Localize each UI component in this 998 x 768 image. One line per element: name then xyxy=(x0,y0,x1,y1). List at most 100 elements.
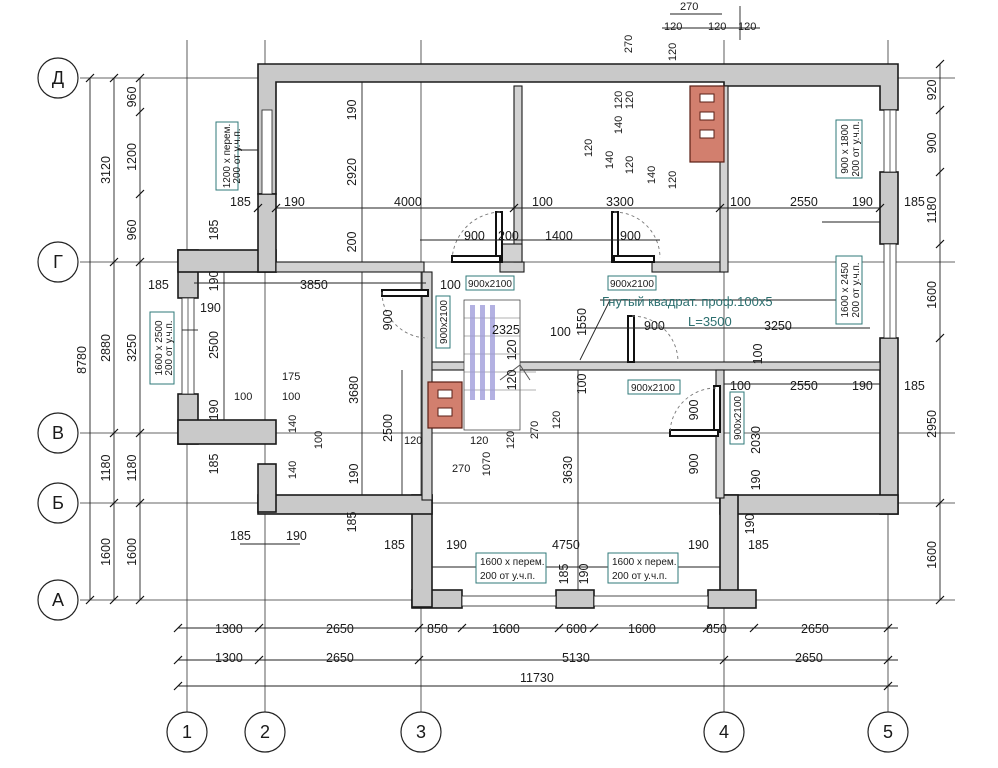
window-label: 1600 х 2500 xyxy=(154,320,165,375)
dim-text: 2920 xyxy=(345,158,359,186)
dimension-ticks xyxy=(85,59,945,691)
dim-text: 270 xyxy=(623,35,635,53)
dim-text: 100 xyxy=(550,325,571,339)
dim-text: 190 xyxy=(852,379,873,393)
axis-bubble xyxy=(166,711,208,753)
window-labels: 1200 х перем. 200 от у.ч.п. 1600 х 2500 … xyxy=(149,119,863,584)
dim-text: 3120 xyxy=(99,156,113,184)
window-label: 1200 х перем. xyxy=(222,124,233,189)
window-label: 200 от у.ч.п. xyxy=(612,571,667,582)
axis-label-row: Д xyxy=(52,68,64,88)
dim-text: 100 xyxy=(532,195,553,209)
beam-note-length: L=3500 xyxy=(688,314,732,329)
dim-text: 1600 xyxy=(628,622,656,636)
dim-text: 850 xyxy=(427,622,448,636)
dim-text: 3250 xyxy=(764,319,792,333)
dim-text: 190 xyxy=(284,195,305,209)
dim-text: 120 xyxy=(624,91,636,109)
dim-text: 3250 xyxy=(125,334,139,362)
beam-note-title: Гнутый квадрат. проф.100х5 xyxy=(602,294,773,309)
door-label: 900х2100 xyxy=(610,279,654,290)
axis-bubble xyxy=(37,412,79,454)
dim-text: 185 xyxy=(207,454,221,475)
axis-bubble xyxy=(37,241,79,283)
dim-text: 190 xyxy=(688,538,709,552)
dim-text: 900 xyxy=(644,319,665,333)
dim-text: 200 xyxy=(345,232,359,253)
dim-text: 3680 xyxy=(347,376,361,404)
dim-text: 2880 xyxy=(99,334,113,362)
dim-text: 185 xyxy=(345,512,359,533)
axis-label-row: В xyxy=(52,423,64,443)
dim-text: 2550 xyxy=(790,195,818,209)
axis-bubble xyxy=(37,579,79,621)
doors xyxy=(381,211,721,437)
dim-text: 1550 xyxy=(575,308,589,336)
dim-text: 185 xyxy=(748,538,769,552)
dim-text: 120 xyxy=(505,370,519,391)
dim-text: 190 xyxy=(200,301,221,315)
dim-text: 5130 xyxy=(562,651,590,665)
axis-bubble xyxy=(867,711,909,753)
dim-text: 120 xyxy=(583,139,595,157)
axis-label-row: Г xyxy=(53,252,63,272)
dim-text: 190 xyxy=(207,271,221,292)
dimension-lines xyxy=(89,6,941,687)
interior-dimensions: 190 2920 200 4000 3300 2550 185 190 100 … xyxy=(148,100,925,585)
dim-text: 120 xyxy=(667,171,679,189)
brick-ventilation xyxy=(427,85,725,429)
dim-text: 140 xyxy=(287,415,299,433)
window-label: 200 от у.ч.п. xyxy=(164,320,175,375)
dim-text: 2550 xyxy=(790,379,818,393)
beam-note: Гнутый квадрат. проф.100х5 L=3500 xyxy=(602,294,773,329)
axis-bubble xyxy=(244,711,286,753)
dim-text: 8780 xyxy=(75,346,89,374)
dim-text: 900 xyxy=(620,229,641,243)
dim-text: 190 xyxy=(852,195,873,209)
dim-text: 185 xyxy=(557,564,571,585)
staircase xyxy=(463,299,536,431)
dim-text: 900 xyxy=(464,229,485,243)
dim-text: 140 xyxy=(613,116,625,134)
axis-bubble xyxy=(37,57,79,99)
dim-text: 100 xyxy=(440,278,461,292)
dim-text: 185 xyxy=(207,220,221,241)
dim-text: 100 xyxy=(730,379,751,393)
axis-label-col: 5 xyxy=(883,722,893,742)
dim-text: 1600 xyxy=(492,622,520,636)
dim-text: 185 xyxy=(230,195,251,209)
dim-text: 1600 xyxy=(925,541,939,569)
dim-text: 120 xyxy=(470,435,488,447)
dim-text: 190 xyxy=(286,529,307,543)
dim-text: 600 xyxy=(566,622,587,636)
dim-text: 190 xyxy=(743,514,757,535)
windows xyxy=(181,109,897,607)
dim-text: 190 xyxy=(345,100,359,121)
dim-text: 185 xyxy=(384,538,405,552)
dim-text: 270 xyxy=(452,463,470,475)
dim-text: 4000 xyxy=(394,195,422,209)
door-label: 900х2100 xyxy=(733,396,744,440)
axis-bubbles-cols: 1 2 3 4 5 xyxy=(166,711,909,753)
dim-text: 920 xyxy=(925,80,939,101)
dim-text: 3850 xyxy=(300,278,328,292)
window-label: 200 от у.ч.п. xyxy=(851,262,862,317)
window-label: 1600 х перем. xyxy=(612,557,677,568)
axis-label-col: 4 xyxy=(719,722,729,742)
window-label: 900 х 1800 xyxy=(840,124,851,174)
dim-text: 850 xyxy=(706,622,727,636)
dim-text: 190 xyxy=(749,470,763,491)
axis-bubble xyxy=(400,711,442,753)
axis-label-col: 1 xyxy=(182,722,192,742)
dim-text: 1070 xyxy=(481,452,493,476)
dim-text: 140 xyxy=(287,461,299,479)
dim-text: 100 xyxy=(282,391,300,403)
dim-text: 100 xyxy=(313,431,325,449)
dim-text: 185 xyxy=(904,195,925,209)
dim-text: 120 xyxy=(505,431,517,449)
dim-text: 1600 xyxy=(99,538,113,566)
door-label: 900х2100 xyxy=(468,279,512,290)
dim-text: 2650 xyxy=(326,651,354,665)
dim-text: 120 xyxy=(667,43,679,61)
